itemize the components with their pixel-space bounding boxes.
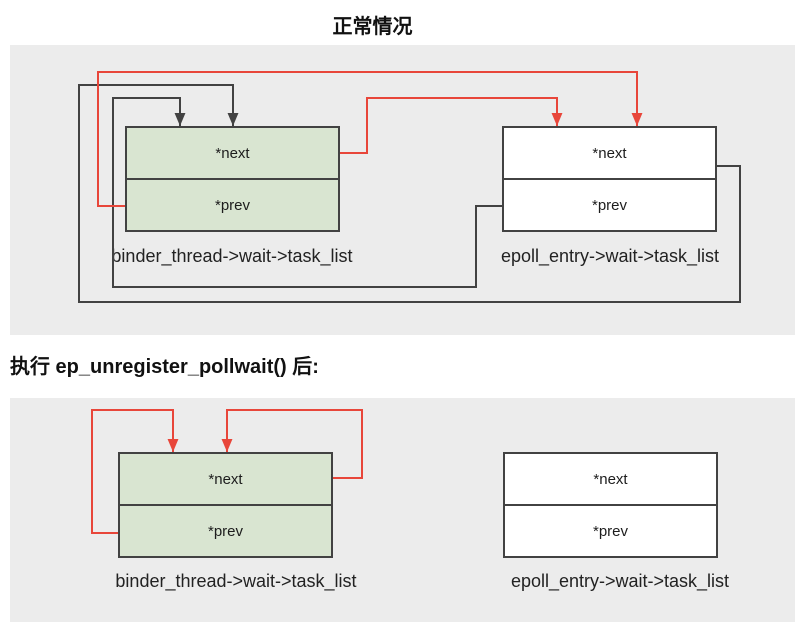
node-binder-task-list-normal: *next *prev <box>125 126 340 232</box>
field-next: *next <box>208 470 243 488</box>
label-binder-task-list-after: binder_thread->wait->task_list <box>115 571 357 591</box>
label-epoll-task-list-after: epoll_entry->wait->task_list <box>510 571 730 591</box>
field-next: *next <box>215 144 250 162</box>
label-binder-task-list-normal: binder_thread->wait->task_list <box>111 246 353 266</box>
section-title-normal: 正常情况 <box>332 16 413 38</box>
panel-normal-case: *next *prev *next *prev binder_thread->w… <box>10 45 795 335</box>
field-next: *next <box>592 144 627 162</box>
section-title-after: 执行 ep_unregister_pollwait() 后: <box>10 356 319 378</box>
node-epoll-task-list-normal: *next *prev <box>502 126 717 232</box>
field-prev: *prev <box>127 178 338 230</box>
field-next: *next <box>593 470 628 488</box>
field-prev: *prev <box>505 504 716 556</box>
node-binder-task-list-after: *next *prev <box>118 452 333 558</box>
panel-after-unregister: *next *prev *next *prev binder_thread->w… <box>10 398 795 622</box>
label-epoll-task-list-normal: epoll_entry->wait->task_list <box>500 246 720 266</box>
field-prev: *prev <box>504 178 715 230</box>
field-prev: *prev <box>120 504 331 556</box>
node-epoll-task-list-after: *next *prev <box>503 452 718 558</box>
